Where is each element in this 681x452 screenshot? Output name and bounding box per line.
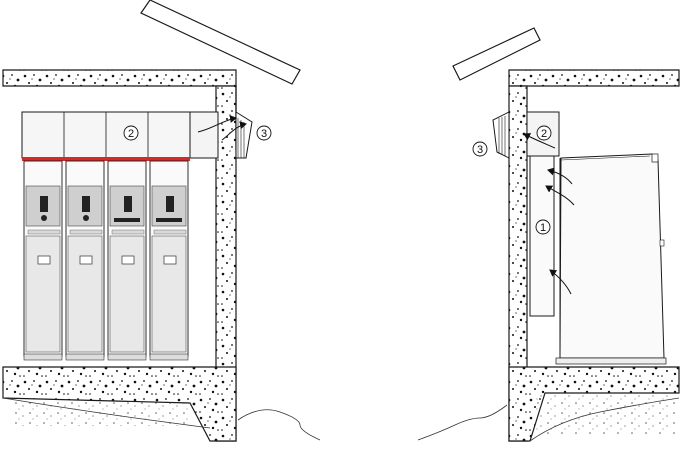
panel-3	[107, 160, 147, 361]
svg-text:2: 2	[541, 128, 547, 140]
airflow-arrow-left-2	[221, 121, 247, 141]
red-band	[22, 157, 190, 161]
svg-text:3: 3	[261, 128, 267, 140]
louvre-hood-right	[492, 111, 510, 159]
callout-3-front: 3	[256, 125, 272, 141]
svg-text:2: 2	[128, 128, 134, 140]
callout-3-side: 3	[472, 141, 488, 157]
svg-text:1: 1	[540, 222, 546, 234]
airflow-arrow-left	[197, 115, 237, 133]
panel-1	[23, 160, 63, 361]
callout-1-side: 1	[535, 219, 551, 235]
side-view: 2 1 3	[417, 27, 680, 442]
callout-2-side: 2	[536, 125, 552, 141]
airflow-arrow-right-1	[523, 133, 556, 149]
front-view: 2 3	[2, 0, 321, 442]
panel-4	[149, 160, 189, 361]
ceiling-slab-right	[508, 69, 680, 87]
callout-2-front: 2	[123, 125, 139, 141]
airflow-arrow-right-2	[547, 167, 573, 185]
ceiling-slab-left	[2, 69, 237, 87]
airflow-arrow-right-3	[545, 185, 575, 206]
front-cover	[25, 235, 61, 353]
airflow-arrow-right-4	[549, 269, 572, 295]
panel-2	[65, 160, 105, 361]
vertical-channel	[529, 155, 555, 317]
floor-slab-right	[508, 366, 680, 442]
roof-slab-right	[452, 27, 541, 81]
switchgear-side	[559, 153, 665, 359]
ground-line-right	[417, 397, 680, 442]
switchgear-lineup	[21, 111, 191, 361]
roof-slab-left	[140, 0, 301, 85]
duct-left	[189, 111, 219, 159]
svg-text:3: 3	[477, 144, 483, 156]
